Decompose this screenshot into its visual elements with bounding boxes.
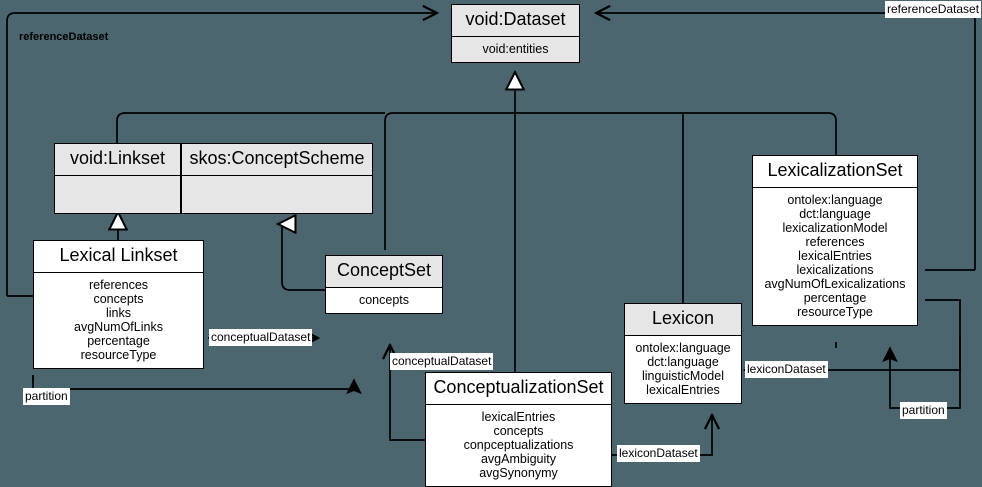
attr-references: references <box>88 277 149 292</box>
class-name-conceptset: ConceptSet <box>326 256 442 287</box>
class-attrs-conceptualizationset: lexicalEntries concepts conpceptualizati… <box>426 403 611 486</box>
edge-label-lexicon-dataset-bottom: lexiconDataset <box>617 445 700 462</box>
attr-dct-language: dct:language <box>799 206 871 221</box>
attr-avgambiguity: avgAmbiguity <box>480 451 557 466</box>
attr-ontolex-language: ontolex:language <box>635 340 731 355</box>
attr-lexicalentries: lexicalEntries <box>646 382 720 397</box>
partition-right-line <box>890 335 961 409</box>
edge-label-partition-right: partition <box>900 402 947 419</box>
reference-dataset-left-line <box>6 13 437 296</box>
attr-avgnumoflexicalizations: avgNumOfLexicalizations <box>764 276 906 291</box>
class-name-void-linkset: void:Linkset <box>55 144 180 175</box>
class-attrs-void-dataset: void:entities <box>452 35 579 62</box>
class-conceptualizationset[interactable]: ConceptualizationSet lexicalEntries conc… <box>425 372 612 487</box>
attr-links: links <box>105 305 131 320</box>
class-name-skos-conceptscheme: skos:ConceptScheme <box>182 144 372 175</box>
class-void-linkset[interactable]: void:Linkset <box>54 143 181 214</box>
class-name-conceptualizationset: ConceptualizationSet <box>433 377 604 397</box>
attr-references: references <box>805 234 865 249</box>
conceptual-dataset-mid-line <box>390 345 425 441</box>
attr-percentage: percentage <box>87 333 150 348</box>
class-lexicalizationset[interactable]: LexicalizationSet ontolex:language dct:l… <box>752 155 918 326</box>
class-void-dataset[interactable]: void:Dataset void:entities <box>451 4 580 63</box>
attr-dct-language: dct:language <box>647 354 719 369</box>
class-attrs-void-linkset <box>55 174 180 213</box>
edge-label-reference-dataset-right: referenceDataset <box>885 1 982 18</box>
class-attrs-skos-conceptscheme <box>182 174 372 213</box>
class-name-lexical-linkset: Lexical Linkset <box>59 245 178 265</box>
attr-avgsynonymy: avgSynonymy <box>479 465 558 480</box>
attr-void-entities: void:entities <box>482 41 549 56</box>
attr-lexicalizations: lexicalizations <box>796 262 874 277</box>
attr-lexicalizationmodel: lexicalizationModel <box>782 220 888 235</box>
class-attrs-lexicalizationset: ontolex:language dct:language lexicaliza… <box>753 186 917 325</box>
class-name-lexicon: Lexicon <box>625 304 741 335</box>
attr-conpceptualizations: conpceptualizations <box>463 437 574 452</box>
generalization-conceptset <box>278 224 325 291</box>
edge-label-conceptual-dataset-mid: conceptualDataset <box>390 353 494 370</box>
class-attrs-lexicon: ontolex:language dct:language linguistic… <box>625 334 741 403</box>
class-conceptset[interactable]: ConceptSet concepts <box>325 255 443 314</box>
attr-concepts: concepts <box>93 291 144 306</box>
attr-resourcetype: resourceType <box>797 304 873 319</box>
attr-avgnumoflinks: avgNumOfLinks <box>74 319 163 334</box>
edge-label-reference-dataset-left: referenceDataset <box>19 31 109 43</box>
partition-left-line <box>32 375 354 389</box>
class-lexical-linkset[interactable]: Lexical Linkset references concepts link… <box>33 240 204 369</box>
class-attrs-lexical-linkset: references concepts links avgNumOfLinks … <box>34 271 203 368</box>
attr-lexicalentries: lexicalEntries <box>481 409 556 424</box>
class-skos-conceptscheme[interactable]: skos:ConceptScheme <box>181 143 373 214</box>
edge-label-conceptual-dataset-left: conceptualDataset <box>209 329 313 346</box>
attr-ontolex-language: ontolex:language <box>787 192 883 207</box>
attr-concepts: concepts <box>493 423 544 438</box>
attr-percentage: percentage <box>803 290 867 305</box>
attr-lexicalentries: lexicalEntries <box>798 248 872 263</box>
class-name-void-dataset: void:Dataset <box>452 5 579 36</box>
class-attrs-conceptset: concepts <box>326 286 442 313</box>
attr-concepts: concepts <box>358 292 410 307</box>
class-lexicon[interactable]: Lexicon ontolex:language dct:language li… <box>624 303 742 404</box>
edge-label-lexicon-dataset-right: lexiconDataset <box>745 361 828 378</box>
class-name-lexicalizationset: LexicalizationSet <box>767 160 903 180</box>
edge-label-partition-left: partition <box>23 388 70 405</box>
attr-linguisticmodel: linguisticModel <box>642 368 724 383</box>
attr-resourcetype: resourceType <box>80 347 157 362</box>
